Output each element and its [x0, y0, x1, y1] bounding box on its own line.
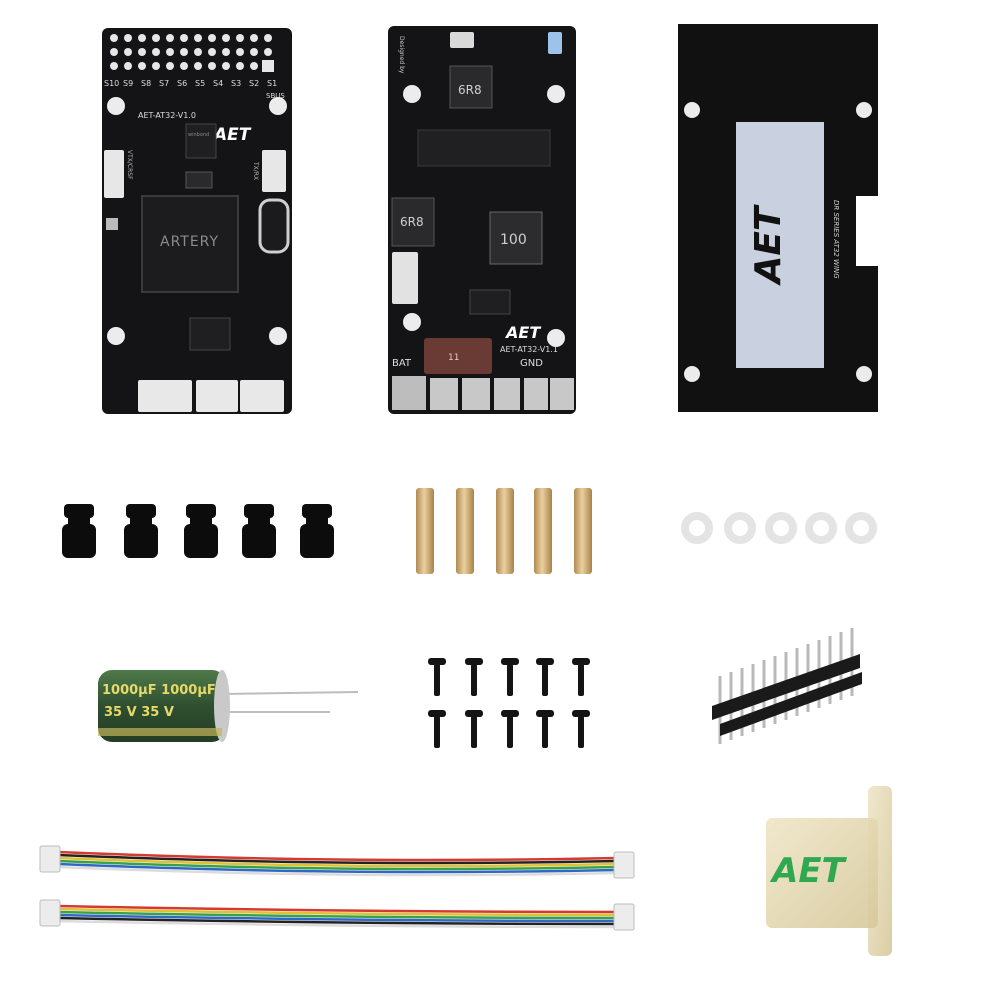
standoff [416, 488, 434, 574]
grommet [62, 504, 96, 558]
screw [428, 658, 446, 696]
grommet [124, 504, 158, 558]
capacitor-voltage-text: 35 V 35 V [104, 705, 174, 720]
grommet [300, 504, 334, 558]
bottom-connector-1 [138, 380, 192, 412]
cover-series-text: DR SERIES AT32 WING [832, 200, 840, 279]
washer [724, 512, 756, 544]
fuse [424, 338, 492, 374]
designed-by-label: Designed by [398, 36, 405, 74]
mcu-chip [141, 195, 239, 293]
standoff [574, 488, 592, 574]
screw [501, 710, 519, 748]
screw [572, 710, 590, 748]
pdb-aet-logo: AET [504, 323, 541, 342]
inductor-right [489, 211, 543, 265]
bottom-connector-3 [240, 380, 284, 412]
cable [57, 850, 619, 877]
mcu-chip-brand: ARTERY [160, 234, 219, 250]
jst-cables [39, 845, 635, 931]
screw [572, 658, 590, 696]
gnd-label: GND [520, 358, 543, 369]
pin-label-s7: S7 [159, 79, 169, 88]
bottom-connector-2 [196, 380, 238, 412]
fc-side-label-left: VTX/CRSF [126, 150, 133, 180]
pin-label-s2: S2 [249, 79, 259, 88]
sbus-label: SBUS [266, 92, 285, 100]
pin-label-s6: S6 [177, 79, 187, 88]
pin-label-s5: S5 [195, 79, 205, 88]
usb-c-port [258, 198, 290, 254]
nylon-washers [681, 512, 877, 544]
screw [501, 658, 519, 696]
inductor-top [449, 65, 493, 109]
pin-labels: S10 S9 S8 S7 S6 S5 S4 S3 S2 S1 [104, 79, 277, 88]
screw [536, 710, 554, 748]
jst-plug [39, 845, 61, 873]
jst-plug [613, 851, 635, 879]
pin-label-s1: S1 [267, 79, 277, 88]
pdb-model-label: AET-AT32-V1.1 [500, 345, 558, 354]
pin-label-s9: S9 [123, 79, 133, 88]
pin-label-s10: S10 [104, 79, 119, 88]
screw [536, 658, 554, 696]
capacitor: 1000µF 1000µF 35 V 35 V [98, 670, 359, 742]
jst-plug [39, 899, 61, 927]
pdb-side-connector [392, 252, 418, 304]
flash-chip [185, 123, 217, 159]
grommet [184, 504, 218, 558]
side-connector-right [262, 150, 286, 192]
flash-chip-brand: winbond [188, 132, 209, 138]
boot-button [106, 218, 118, 230]
inductor-top-label: 6R8 [458, 83, 482, 97]
power-board: Designed by 6R8 6R8 100 AET AET-AT32-V1.… [388, 26, 576, 414]
inductor-left-label: 6R8 [400, 215, 424, 229]
fc-side-label-right: TX/RX [252, 161, 259, 180]
brass-standoffs [416, 488, 592, 574]
standoff [456, 488, 474, 574]
capacitor-rating-text: 1000µF 1000µF [102, 683, 216, 698]
pin-label-s4: S4 [213, 79, 223, 88]
flight-controller-board: S10 S9 S8 S7 S6 S5 S4 S3 S2 S1 SBUS AET-… [102, 28, 292, 414]
inductor-right-label: 100 [500, 232, 527, 248]
rubber-grommets [62, 504, 334, 558]
pin-label-s3: S3 [231, 79, 241, 88]
pin-socket-row [417, 129, 551, 167]
solder-pad-bat [392, 376, 426, 410]
translucent-mount: AET [766, 786, 892, 956]
screw [465, 658, 483, 696]
cable [57, 904, 619, 929]
washer [681, 512, 713, 544]
jst-plug [613, 903, 635, 931]
mount-aet-logo: AET [769, 851, 848, 891]
cover-aet-logo: AET [748, 204, 789, 286]
standoff [496, 488, 514, 574]
fuse-label: 11 [448, 353, 459, 363]
washer [805, 512, 837, 544]
standoff [534, 488, 552, 574]
inductor-left [391, 197, 435, 247]
pin-header [712, 628, 862, 744]
bat-label: BAT [392, 358, 412, 369]
servo-pin-header [110, 34, 274, 72]
pin-label-s8: S8 [141, 79, 151, 88]
screws [428, 658, 590, 748]
washer [765, 512, 797, 544]
fc-model-label: AET-AT32-V1.0 [138, 111, 196, 120]
fc-aet-logo: AET [212, 125, 252, 145]
label-sticker [736, 122, 824, 368]
screw [428, 710, 446, 748]
cover-plate: AET DR SERIES AT32 WING [678, 24, 878, 412]
grommet [242, 504, 276, 558]
side-connector-left [104, 150, 124, 198]
screw [465, 710, 483, 748]
washer [845, 512, 877, 544]
